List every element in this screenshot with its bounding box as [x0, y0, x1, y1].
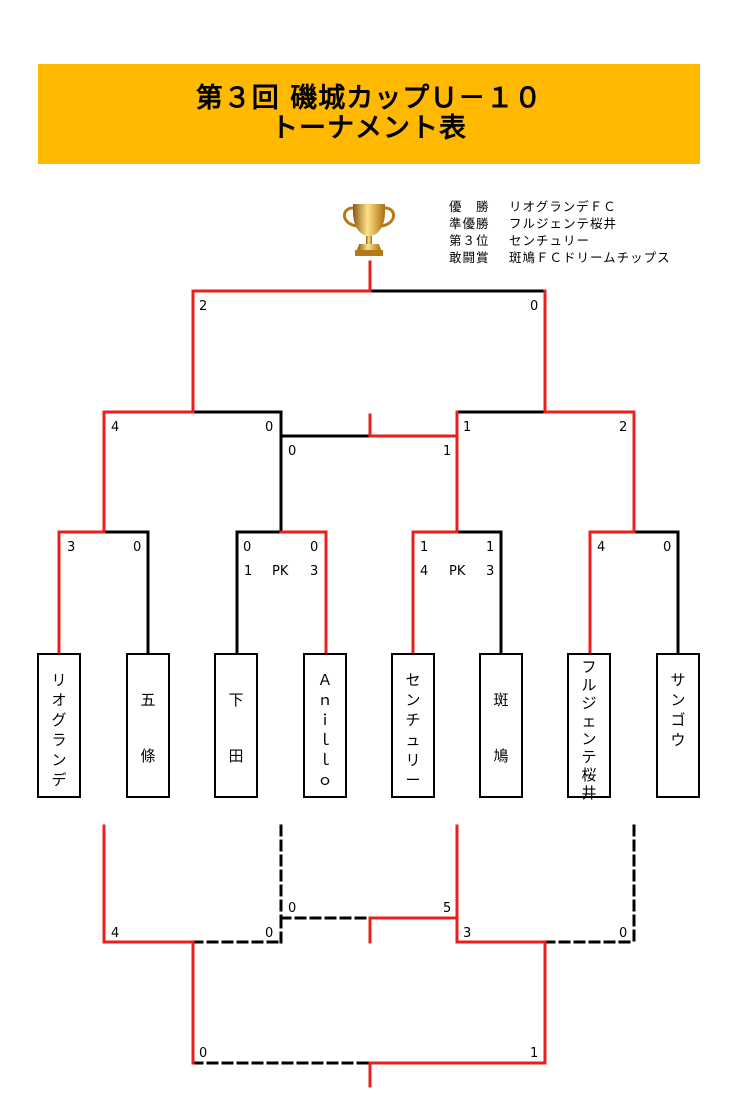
score-r1-m3-pk-right: 3 — [486, 564, 494, 579]
result-third: 第３位センチュリー — [449, 233, 591, 248]
team-box-fulgente-sakurai: フルジェンテ桜井 — [567, 653, 611, 802]
team-name-char: デ — [51, 771, 67, 789]
score-r1-m2-right: 0 — [310, 540, 318, 555]
score-semi-left-2: 0 — [265, 420, 273, 435]
score-lower-right-2: 0 — [619, 926, 627, 941]
team-name-char: ー — [405, 771, 421, 789]
score-r1-m4-left: 4 — [597, 540, 605, 555]
team-box-shimoda: 下田 — [214, 653, 258, 798]
team-name-char: 斑 — [493, 691, 509, 709]
team-name-char: ン — [670, 691, 686, 709]
team-name-char: 下 — [228, 691, 244, 709]
team-name-char: Ａ — [317, 671, 333, 689]
score-lower-top-left: 0 — [288, 901, 296, 916]
lower-bracket-dashed — [191, 824, 636, 1065]
team-name-char: ン — [405, 691, 421, 709]
score-r1-m1-right: 0 — [133, 540, 141, 555]
score-lower-left-2: 0 — [265, 926, 273, 941]
team-name-char: ｏ — [317, 771, 333, 789]
team-name-char: ゴ — [670, 711, 686, 729]
team-name-char: オ — [51, 691, 67, 709]
score-r1-m3-right: 1 — [486, 540, 494, 555]
score-r1-m3-pk-left: 4 — [420, 564, 428, 579]
team-name-char: リ — [51, 671, 67, 689]
score-semi-inner-right: 1 — [443, 444, 451, 459]
team-name-char: ン — [581, 730, 597, 748]
team-name-char: 井 — [581, 784, 597, 802]
team-name-char: チ — [405, 711, 421, 729]
lower-bracket-red — [102, 824, 547, 1088]
score-r1-m3-pk-label: PK — [449, 564, 466, 579]
score-r1-m1-left: 3 — [67, 540, 75, 555]
team-name-char: ュ — [405, 731, 421, 749]
score-semi-inner-left: 0 — [288, 444, 296, 459]
team-name-char: フ — [581, 658, 597, 676]
team-name-char: ｎ — [317, 691, 333, 709]
team-name-char: ェ — [581, 712, 597, 730]
score-r1-m2-pk-label: PK — [272, 564, 289, 579]
team-name-char: ル — [581, 676, 597, 694]
team-name-char: ン — [51, 751, 67, 769]
score-lower-final-right: 1 — [530, 1046, 538, 1061]
score-lower-top-right: 5 — [443, 901, 451, 916]
title-banner: 第３回 磯城カップＵ－１０ トーナメント表 — [38, 64, 700, 164]
score-r1-m2-left: 0 — [243, 540, 251, 555]
tournament-title: 第３回 磯城カップＵ－１０ — [195, 83, 543, 114]
result-runner-up: 準優勝フルジェンテ桜井 — [449, 216, 618, 231]
score-lower-right-1: 3 — [463, 926, 471, 941]
team-name-char: サ — [670, 671, 686, 689]
score-final-right: 0 — [530, 299, 538, 314]
team-name-char: 條 — [140, 747, 156, 765]
team-name-char: ジ — [581, 694, 597, 712]
score-r1-m3-left: 1 — [420, 540, 428, 555]
team-box-ikaruga: 斑鳩 — [479, 653, 523, 798]
result-champion: 優 勝リオグランデＦＣ — [449, 199, 617, 214]
results-list: 優 勝リオグランデＦＣ 準優勝フルジェンテ桜井 第３位センチュリー 敢闘賞斑鳩Ｆ… — [449, 198, 671, 266]
team-name-char: 桜 — [581, 766, 597, 784]
score-lower-final-left: 0 — [199, 1046, 207, 1061]
score-semi-right-2: 2 — [619, 420, 627, 435]
score-r1-m2-pk-left: 1 — [244, 564, 252, 579]
team-box-sango: サンゴウ — [656, 653, 700, 798]
team-name-char: 鳩 — [493, 747, 509, 765]
score-semi-left-1: 4 — [111, 420, 119, 435]
score-semi-right-1: 1 — [463, 420, 471, 435]
team-name-char: リ — [405, 751, 421, 769]
team-name-char: ｌ — [317, 751, 333, 769]
score-r1-m2-pk-right: 3 — [310, 564, 318, 579]
team-box-gojo: 五條 — [126, 653, 170, 798]
team-name-char: 田 — [228, 747, 244, 765]
team-name-char: ｉ — [317, 711, 333, 729]
team-name-char: ウ — [670, 731, 686, 749]
team-box-century: センチュリー — [391, 653, 435, 798]
trophy-icon — [343, 204, 395, 256]
team-name-char: ラ — [51, 731, 67, 749]
bracket-lines-red — [57, 260, 636, 655]
result-fighting-spirit: 敢闘賞斑鳩ＦＣドリームチップス — [449, 250, 671, 265]
team-name-char: テ — [581, 748, 597, 766]
team-name-char: ｌ — [317, 731, 333, 749]
score-lower-left-1: 4 — [111, 926, 119, 941]
team-name-char: 五 — [140, 691, 156, 709]
bracket-lines-black — [102, 289, 680, 655]
score-r1-m4-right: 0 — [663, 540, 671, 555]
team-name-char: セ — [405, 671, 421, 689]
tournament-subtitle: トーナメント表 — [271, 113, 467, 144]
team-box-rio-grande: リオグランデ — [37, 653, 81, 798]
score-final-left: 2 — [199, 299, 207, 314]
team-name-char: グ — [51, 711, 67, 729]
